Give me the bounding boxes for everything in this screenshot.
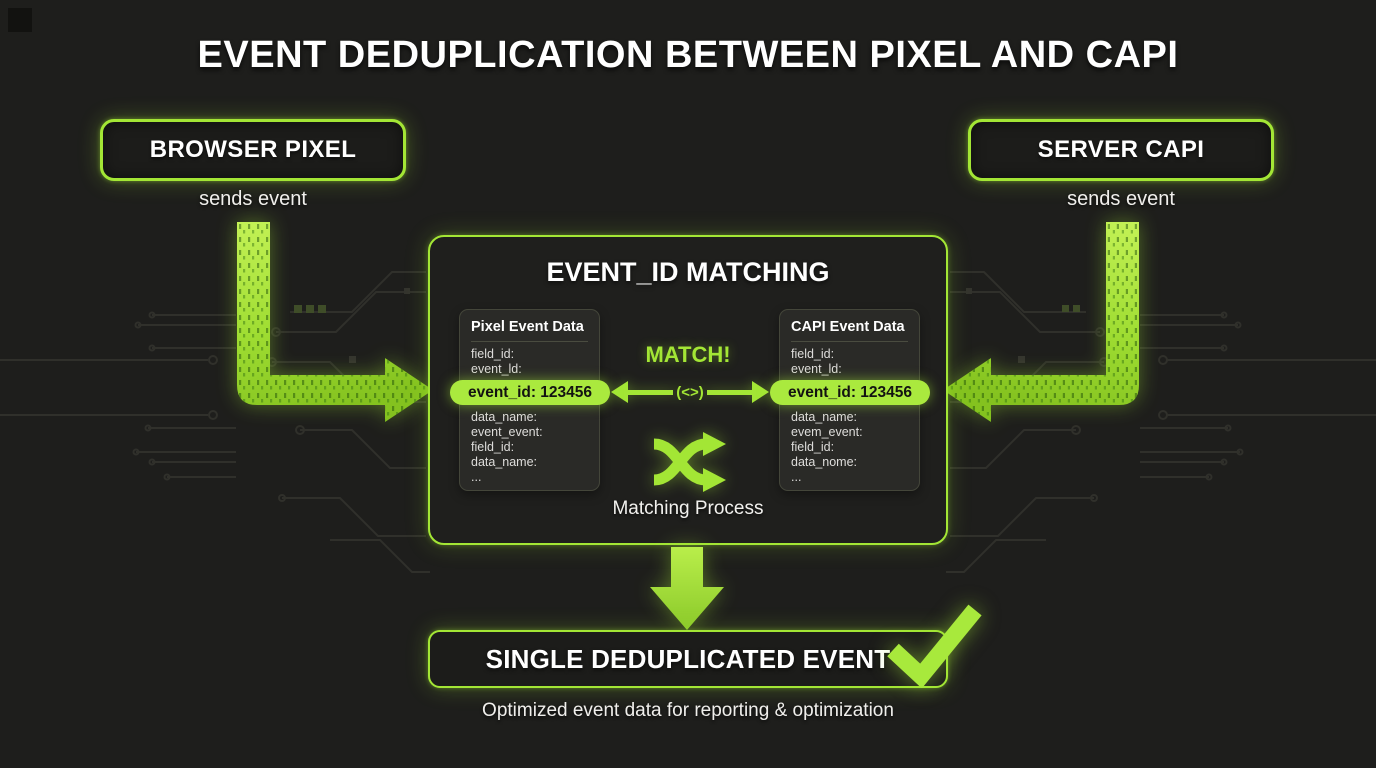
- capi-card-row: field_id:: [791, 440, 835, 454]
- capi-card-row: ...: [791, 470, 802, 484]
- check-icon: [887, 604, 982, 688]
- pixel-card-row: data_name:: [471, 410, 538, 424]
- browser-pixel-label: BROWSER PIXEL: [149, 136, 357, 163]
- browser-to-matching-arrow: [237, 222, 433, 422]
- bidirectional-match-arrow: (<>): [611, 379, 770, 405]
- divider: [471, 341, 588, 342]
- pixel-card-row: field_id:: [471, 440, 515, 454]
- arrowhead-right-icon: [752, 381, 770, 403]
- pixel-card-title: Pixel Event Data: [471, 319, 584, 335]
- capi-card-row: data_name:: [791, 410, 858, 424]
- arrow-shaft: [706, 389, 753, 395]
- result-label: SINGLE DEDUPLICATED EVENT: [485, 643, 891, 674]
- pixel-event-id-highlight: event_id: 123456: [450, 380, 610, 405]
- capi-event-id-highlight: event_id: 123456: [770, 380, 930, 405]
- page-title: EVENT DEDUPLICATION BETWEEN PIXEL AND CA…: [197, 34, 1179, 76]
- pixel-card-row: field_id:: [471, 347, 515, 361]
- single-deduplicated-event-box: SINGLE DEDUPLICATED EVENT: [428, 630, 948, 688]
- match-label: MATCH!: [645, 342, 731, 367]
- server-to-matching-arrow: [943, 222, 1139, 422]
- server-capi-box: SERVER CAPI: [968, 119, 1274, 181]
- code-brackets-icon: (<>): [676, 383, 704, 401]
- matching-process-label: Matching Process: [612, 498, 764, 519]
- server-sends-event-text: sends event: [1067, 188, 1175, 210]
- capi-card-row: field_id:: [791, 347, 835, 361]
- divider: [791, 341, 908, 342]
- pixel-card-row: event_ld:: [471, 362, 522, 376]
- pixel-card-row: event_event:: [471, 425, 543, 439]
- arrow-shaft: [628, 389, 674, 395]
- arrowhead-left-icon: [611, 381, 628, 403]
- result-caption: Optimized event data for reporting & opt…: [482, 700, 894, 721]
- event-id-matching-panel: EVENT_ID MATCHING Pixel Event Data field…: [428, 235, 948, 545]
- capi-card-row: evem_event:: [791, 425, 863, 439]
- server-capi-label: SERVER CAPI: [1037, 136, 1205, 163]
- pixel-card-row: ...: [471, 470, 482, 484]
- shuffle-icon: [653, 432, 726, 492]
- capi-card-row: event_ld:: [791, 362, 842, 376]
- browser-sends-event-text: sends event: [199, 188, 307, 210]
- matching-panel-title: EVENT_ID MATCHING: [546, 257, 830, 287]
- pixel-card-row: data_name:: [471, 455, 538, 469]
- browser-pixel-box: BROWSER PIXEL: [100, 119, 406, 181]
- corner-mark: [8, 8, 32, 32]
- matching-to-result-arrow: [650, 547, 724, 630]
- capi-card-row: data_nome:: [791, 455, 858, 469]
- capi-card-title: CAPI Event Data: [791, 319, 905, 335]
